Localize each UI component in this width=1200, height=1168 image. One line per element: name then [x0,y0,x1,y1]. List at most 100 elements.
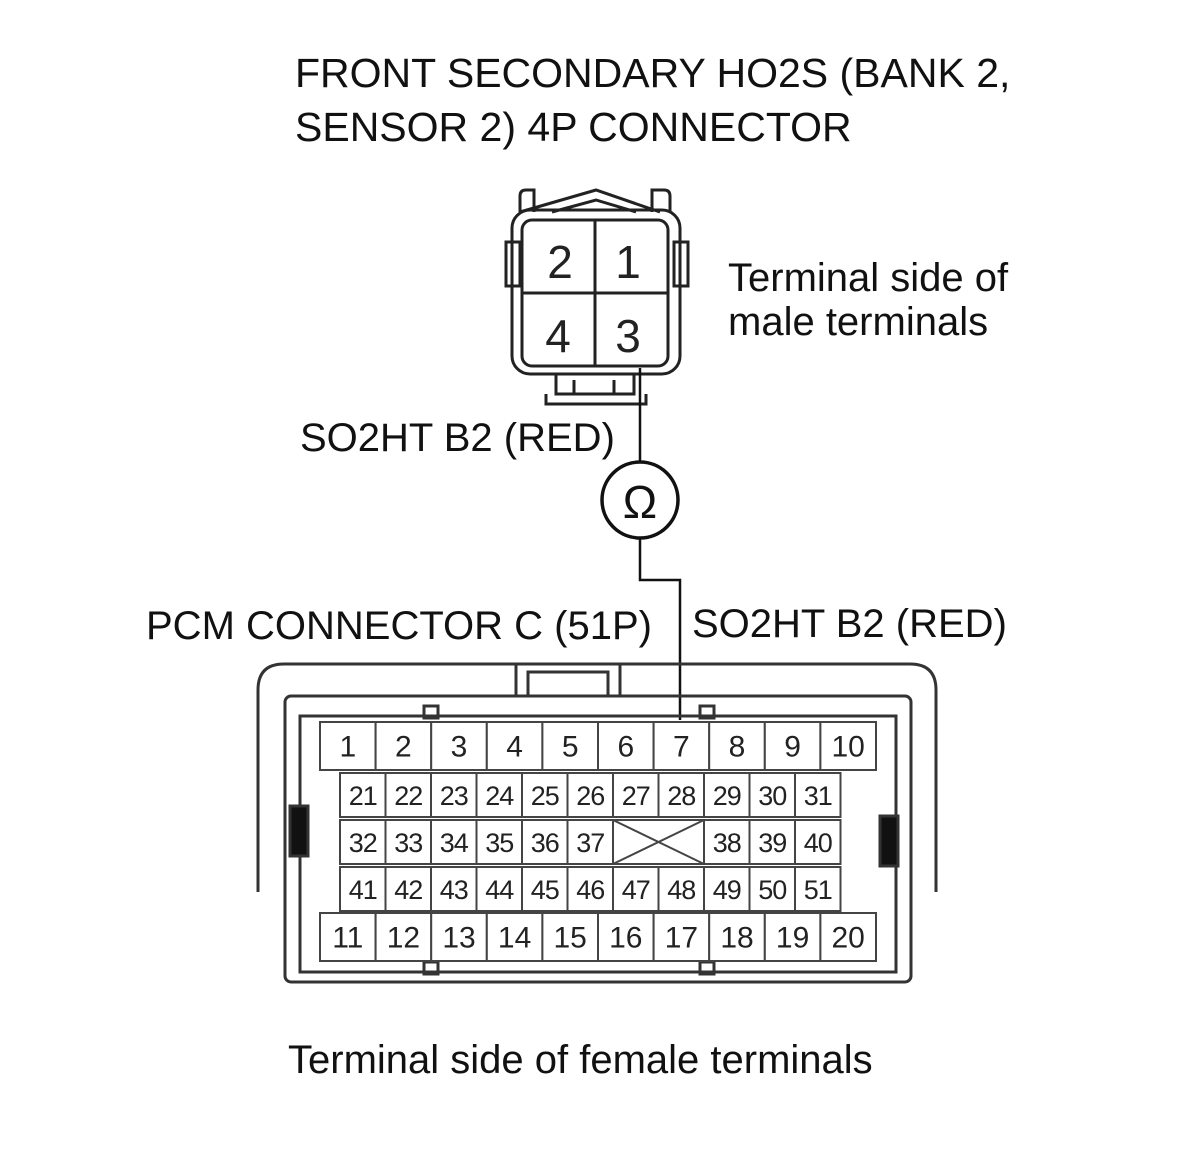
left-lock [288,804,310,858]
pcm-terminal-10: 10 [832,731,865,764]
pcm-terminal-cell-1 [319,721,377,771]
pcm-terminal-cell-39 [748,819,796,865]
sensor-terminal-3: 3 [615,310,641,362]
pcm-terminal-cell-27 [612,772,660,818]
sensor-side-line-2: male terminals [728,300,989,344]
pcm-terminal-5: 5 [562,731,579,764]
pcm-terminal-49: 49 [713,875,741,905]
pcm-terminal-23: 23 [440,781,468,811]
sensor-bottom-tab [554,374,636,396]
pcm-terminal-12: 12 [387,922,420,955]
right-lock [878,814,900,868]
pcm-terminal-cell-14 [485,912,544,962]
pcm-terminal-22: 22 [394,781,422,811]
pcm-terminal-24: 24 [485,781,514,811]
pcm-terminal-17: 17 [665,922,698,955]
sensor-latch [519,188,661,214]
pcm-terminal-cell-28 [657,772,705,818]
pcm-terminal-30: 30 [758,781,786,811]
pcm-terminal-15: 15 [554,922,587,955]
pcm-terminal-44: 44 [485,875,514,905]
pcm-terminal-3: 3 [451,731,468,764]
pcm-terminal-4: 4 [506,731,523,764]
pcm-terminal-37: 37 [576,828,604,858]
pcm-terminal-45: 45 [531,875,559,905]
pcm-terminal-13: 13 [442,922,475,955]
sensor-connector-title: FRONT SECONDARY HO2S (BANK 2, SENSOR 2) … [295,46,1010,154]
pcm-terminal-cell-47 [612,866,660,912]
pcm-terminal-47: 47 [622,875,650,905]
pcm-terminal-16: 16 [609,922,642,955]
pcm-terminal-cell-44 [475,866,523,912]
pcm-connector-label: PCM CONNECTOR C (51P) [146,604,652,648]
ohm-symbol: Ω [623,476,657,528]
pcm-terminal-cell-51 [794,866,842,912]
sensor-4p-connector [504,188,690,406]
pcm-terminal-39: 39 [758,828,786,858]
pcm-terminal-7: 7 [673,731,690,764]
pcm-terminal-43: 43 [440,875,468,905]
sensor-terminal-2: 2 [547,236,573,288]
sensor-side-line-1: Terminal side of [728,256,1009,300]
pcm-frame [283,694,913,984]
wire-to-pcm-terminal-7 [638,538,682,720]
pcm-terminal-9: 9 [784,731,801,764]
pcm-terminal-cell-50 [748,866,796,912]
pcm-terminal-cell-33 [384,819,432,865]
pcm-terminal-cell-9 [763,721,822,771]
ohmmeter-icon: Ω [600,460,680,540]
pcm-terminal-cell-22 [384,772,432,818]
sensor-shell [510,208,682,376]
pcm-terminal-31: 31 [804,781,832,811]
pcm-terminal-cell-25 [521,772,569,818]
blank-cavity-cross-1 [612,819,705,865]
pcm-terminal-cell-20 [819,912,878,962]
pcm-terminal-33: 33 [394,828,422,858]
pcm-terminal-8: 8 [729,731,746,764]
pcm-terminal-25: 25 [531,781,559,811]
pcm-terminal-29: 29 [713,781,741,811]
pcm-terminal-41: 41 [349,875,377,905]
pcm-terminal-50: 50 [758,875,786,905]
pcm-terminal-cell-19 [763,912,822,962]
test-lead [638,368,682,720]
pcm-terminal-21: 21 [349,781,377,811]
sensor-title-line-2: SENSOR 2) 4P CONNECTOR [295,104,852,150]
pcm-terminal-cell-46 [566,866,614,912]
pcm-terminal-19: 19 [776,922,809,955]
pcm-terminal-cell-6 [597,721,655,771]
pcm-terminal-cell-31 [794,772,842,818]
pcm-terminal-34: 34 [440,828,469,858]
pcm-terminal-2: 2 [395,731,412,764]
pcm-connector [256,662,938,984]
pcm-terminal-26: 26 [576,781,604,811]
pcm-terminal-cell-36 [521,819,569,865]
pcm-terminal-14: 14 [498,922,531,955]
pcm-terminal-38: 38 [713,828,741,858]
pcm-terminal-51: 51 [804,875,832,905]
pcm-terminal-48: 48 [667,875,695,905]
pcm-terminal-11: 11 [332,922,363,955]
pcm-terminal-cell-34 [430,819,478,865]
wire-label-top: SO2HT B2 (RED) [300,416,615,460]
pcm-terminal-side-label: Terminal side of female terminals [288,1038,873,1082]
pcm-terminal-40: 40 [804,828,832,858]
pcm-terminal-cell-40 [794,819,842,865]
pcm-terminal-cell-49 [703,866,751,912]
pcm-terminal-cell-26 [566,772,614,818]
pcm-terminal-20: 20 [832,922,865,955]
pcm-terminal-cell-7 [652,721,711,771]
pcm-terminal-cell-17 [652,912,711,962]
sensor-terminal-4: 4 [545,310,571,362]
pcm-terminal-cell-35 [475,819,523,865]
pcm-terminal-35: 35 [485,828,513,858]
pcm-terminal-28: 28 [667,781,695,811]
pcm-terminal-cell-10 [819,721,878,771]
pcm-terminal-cell-18 [708,912,766,962]
wire-label-bottom: SO2HT B2 (RED) [692,602,1007,646]
pcm-terminal-18: 18 [720,922,753,955]
pcm-terminal-cell-37 [566,819,614,865]
pcm-terminal-32: 32 [349,828,377,858]
pcm-terminal-cell-23 [430,772,478,818]
